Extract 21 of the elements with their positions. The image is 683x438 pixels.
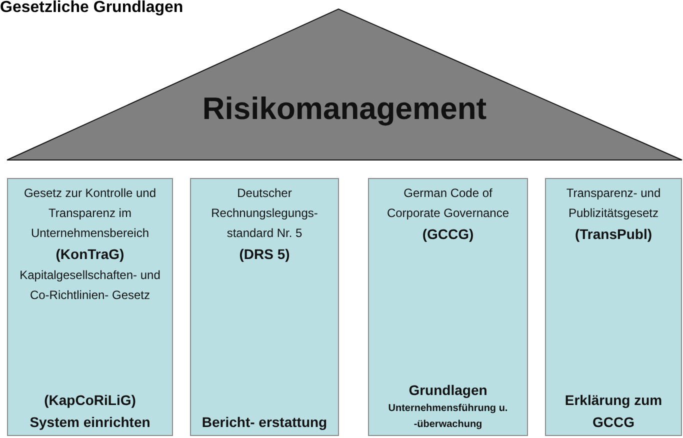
- pillar-text: Erklärung zum GCCG: [564, 391, 664, 432]
- pillar-text: Grundlagen: [408, 381, 488, 400]
- pillar-text: (KapCoRiLiG): [44, 391, 136, 410]
- pillar-text: German Code of Corporate Governance: [386, 185, 510, 222]
- pillar-box: [190, 178, 339, 436]
- pillar-text: Transparenz- und Publizitätsgesetz: [565, 185, 662, 222]
- pillar-text: (TransPubl): [574, 225, 652, 244]
- pillar-text: Unternehmensführung u. -überwachung: [387, 402, 509, 432]
- pillar-text: Gesetz zur Kontrolle und Transparenz im Unternehmensbereich: [22, 185, 158, 242]
- pillar-text: Bericht- erstattung: [202, 413, 328, 432]
- pillar-box: [7, 178, 173, 436]
- pillar-text: System einrichten: [30, 413, 150, 432]
- pillar-box: [545, 178, 682, 436]
- roof-heading: Risikomanagement: [201, 92, 488, 126]
- title: Gesetzliche Grundlagen: [0, 0, 184, 16]
- pillar-box: [368, 178, 528, 436]
- pillar-text: (GCCG): [422, 225, 474, 244]
- pillar-text: Kapitalgesellschaften- und Co-Richtlinien- Gesetz: [18, 267, 162, 304]
- pillar-text: (KonTraG): [56, 245, 124, 264]
- pillar-text: Deutscher Rechnungslegungs- standard Nr. 5: [210, 185, 319, 242]
- pillar-text: (DRS 5): [239, 245, 290, 264]
